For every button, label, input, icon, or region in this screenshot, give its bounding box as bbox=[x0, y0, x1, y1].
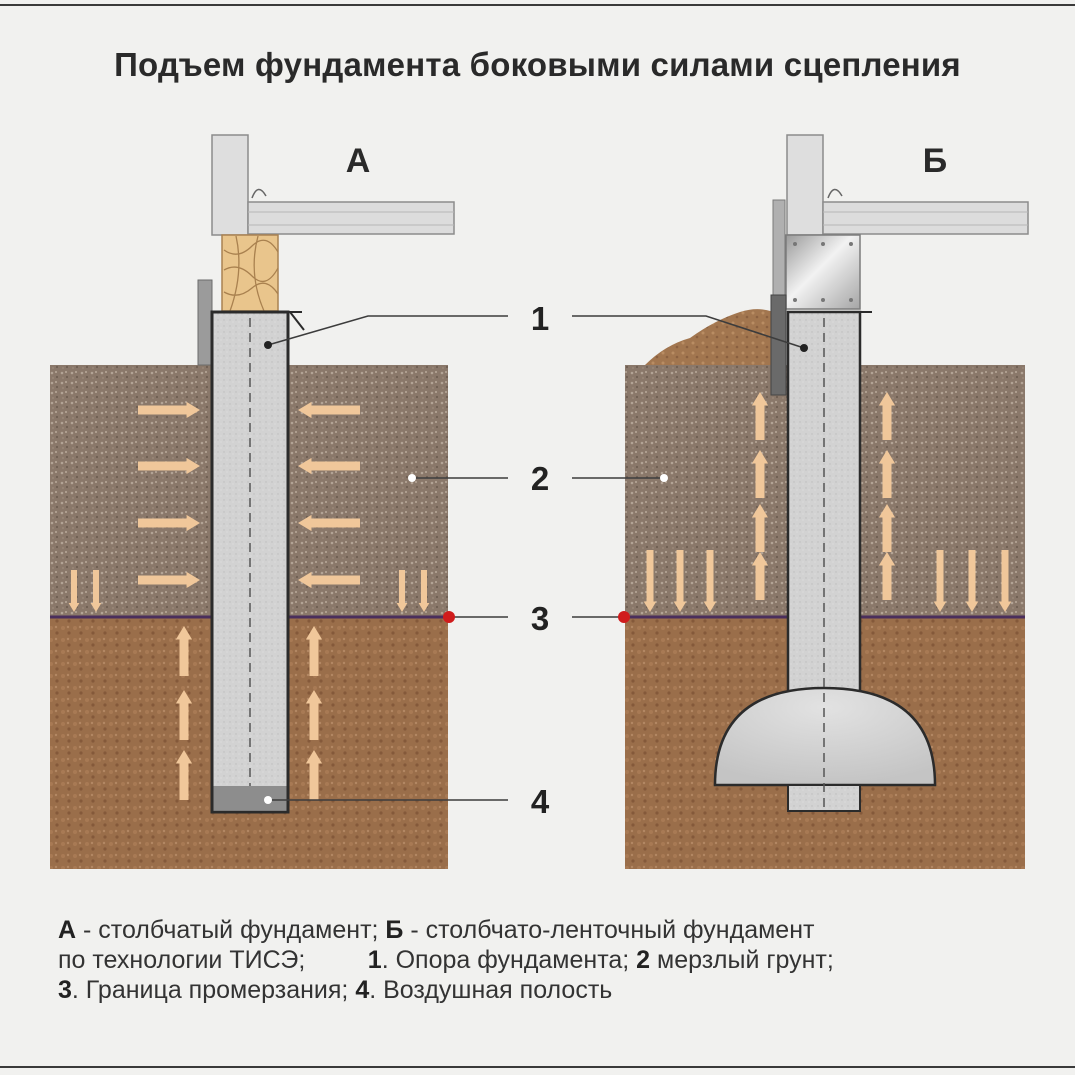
callout-leaders bbox=[267, 315, 805, 801]
plinth-block-b bbox=[785, 234, 861, 310]
force-arrow-u bbox=[175, 626, 193, 676]
force-arrow-u bbox=[305, 690, 323, 740]
force-arrow-r bbox=[138, 401, 200, 419]
legend-caption: А - столбчатый фундамент; Б - столбчато-… bbox=[58, 915, 1048, 1005]
force-arrow-u bbox=[175, 690, 193, 740]
caption-run: 4 bbox=[355, 976, 370, 1004]
frost-marker-a bbox=[443, 611, 455, 623]
plinth-cladding-b bbox=[772, 199, 786, 301]
force-arrow-u bbox=[305, 626, 323, 676]
force-arrow-d bbox=[68, 570, 80, 612]
force-arrow-l bbox=[298, 571, 360, 589]
force-arrow-u bbox=[878, 450, 896, 498]
floor-slab-b bbox=[822, 201, 1029, 235]
caption-line-1: А - столбчатый фундамент; Б - столбчато-… bbox=[58, 915, 1048, 945]
caption-run: . Опора фундамента; bbox=[381, 946, 637, 974]
force-arrow-d bbox=[998, 550, 1012, 612]
force-arrow-d bbox=[703, 550, 717, 612]
force-arrow-u bbox=[751, 392, 769, 440]
callout-3: 3 bbox=[531, 600, 549, 637]
force-arrow-d bbox=[90, 570, 102, 612]
soil-heap-b bbox=[645, 309, 780, 365]
force-arrows bbox=[68, 392, 1012, 800]
caption-run: . Воздушная полость bbox=[369, 976, 613, 1004]
panel-b bbox=[625, 134, 1029, 869]
callout-4: 4 bbox=[531, 783, 550, 820]
caption-run: Б bbox=[385, 916, 404, 944]
force-arrow-d bbox=[396, 570, 408, 612]
floor-slab-a bbox=[247, 201, 455, 235]
force-arrow-u bbox=[878, 392, 896, 440]
timber-block-a bbox=[221, 234, 279, 312]
force-arrow-u bbox=[751, 552, 769, 600]
caption-run: 3 bbox=[58, 976, 72, 1004]
callout-1: 1 bbox=[531, 300, 549, 337]
panel-label-a: А bbox=[346, 142, 371, 180]
wall-b bbox=[786, 134, 824, 236]
caption-run: - столбчатый фундамент; bbox=[76, 916, 386, 944]
force-arrow-d bbox=[965, 550, 979, 612]
force-arrow-u bbox=[878, 504, 896, 552]
plinth-cladding-a bbox=[197, 279, 213, 366]
pillar-bell-base-b bbox=[713, 686, 937, 787]
force-arrow-u bbox=[305, 750, 323, 800]
force-arrow-r bbox=[138, 457, 200, 475]
caption-line-2: по технологии ТИСЭ; 1. Опора фундамента;… bbox=[58, 945, 1048, 975]
callout-dots bbox=[264, 341, 808, 804]
force-arrow-u bbox=[878, 552, 896, 600]
caption-run: 2 bbox=[636, 946, 651, 974]
caption-run: А bbox=[58, 916, 77, 944]
caption-line-3: 3. Граница промерзания; 4. Воздушная пол… bbox=[58, 975, 1048, 1005]
air-cavity-a bbox=[213, 786, 287, 810]
force-arrow-d bbox=[673, 550, 687, 612]
force-arrow-l bbox=[298, 457, 360, 475]
caption-run: мерзлый грунт; bbox=[650, 946, 834, 974]
callout-2: 2 bbox=[531, 460, 549, 497]
top-border bbox=[0, 4, 1075, 6]
force-arrow-r bbox=[138, 571, 200, 589]
caption-run: - столбчато-ленточный фундамент bbox=[403, 916, 815, 944]
force-arrow-u bbox=[751, 504, 769, 552]
force-arrow-d bbox=[643, 550, 657, 612]
force-arrow-d bbox=[418, 570, 430, 612]
caption-run: . Граница промерзания; bbox=[71, 976, 356, 1004]
frost-marker-b bbox=[618, 611, 630, 623]
panel-label-b: Б bbox=[923, 142, 947, 180]
wall-a bbox=[211, 134, 249, 236]
force-arrow-l bbox=[298, 401, 360, 419]
caption-run: по технологии ТИСЭ; bbox=[58, 946, 368, 974]
force-arrow-r bbox=[138, 514, 200, 532]
force-arrow-l bbox=[298, 514, 360, 532]
force-arrow-u bbox=[751, 450, 769, 498]
force-arrow-d bbox=[933, 550, 947, 612]
diagram-title: Подъем фундамента боковыми силами сцепле… bbox=[114, 46, 961, 83]
force-arrow-u bbox=[175, 750, 193, 800]
caption-run: 1 bbox=[367, 946, 382, 974]
panel-a bbox=[50, 134, 455, 869]
bottom-border bbox=[0, 1066, 1075, 1068]
